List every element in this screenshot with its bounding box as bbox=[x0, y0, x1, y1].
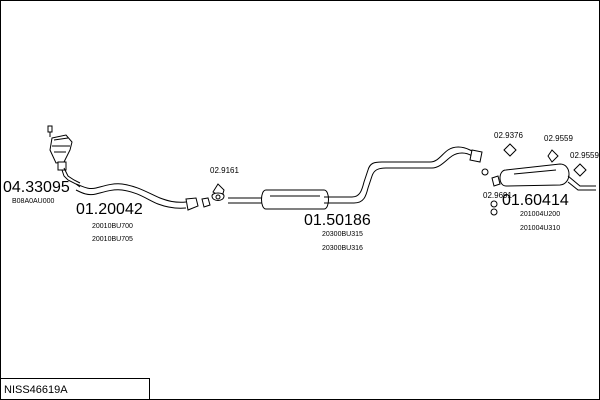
middle-silencer-code-2: 20300BU316 bbox=[322, 245, 363, 252]
diagram-id: NISS46619A bbox=[4, 384, 68, 396]
rear-silencer-part-number: 01.60414 bbox=[502, 192, 569, 209]
rear-silencer-code-2: 201004U310 bbox=[520, 225, 560, 232]
rear-silencer-illustration[interactable] bbox=[481, 163, 596, 191]
middle-silencer-code-1: 20300BU315 bbox=[322, 231, 363, 238]
catalyst-code: B08A0AU000 bbox=[12, 198, 55, 205]
rear-gasket-illustration[interactable] bbox=[490, 200, 498, 216]
front-pipe-illustration[interactable] bbox=[75, 183, 199, 211]
front-pipe-part-number: 01.20042 bbox=[76, 201, 143, 218]
rear-mount-2-part-number: 02.9559 bbox=[544, 134, 573, 143]
middle-silencer-illustration[interactable] bbox=[228, 146, 483, 210]
flange-gasket-illustration[interactable] bbox=[201, 183, 225, 208]
middle-silencer-part-number: 01.50186 bbox=[304, 212, 371, 229]
front-pipe-code-1: 20010BU700 bbox=[92, 223, 133, 230]
rear-mount-3-illustration[interactable] bbox=[573, 163, 587, 177]
rear-mount-2-illustration[interactable] bbox=[547, 149, 559, 163]
rear-mount-1-illustration[interactable] bbox=[503, 143, 517, 157]
rear-mount-1-part-number: 02.9376 bbox=[494, 131, 523, 140]
rear-mount-3-part-number: 02.9559 bbox=[570, 151, 599, 160]
rear-silencer-code-1: 201004U200 bbox=[520, 211, 560, 218]
flange-gasket-part-number: 02.9161 bbox=[210, 166, 239, 175]
catalyst-part-number: 04.33095 bbox=[3, 179, 70, 196]
rear-gasket-part-number: 02.9691 bbox=[483, 191, 512, 200]
catalyst-illustration[interactable] bbox=[47, 125, 81, 188]
front-pipe-code-2: 20010BU705 bbox=[92, 236, 133, 243]
